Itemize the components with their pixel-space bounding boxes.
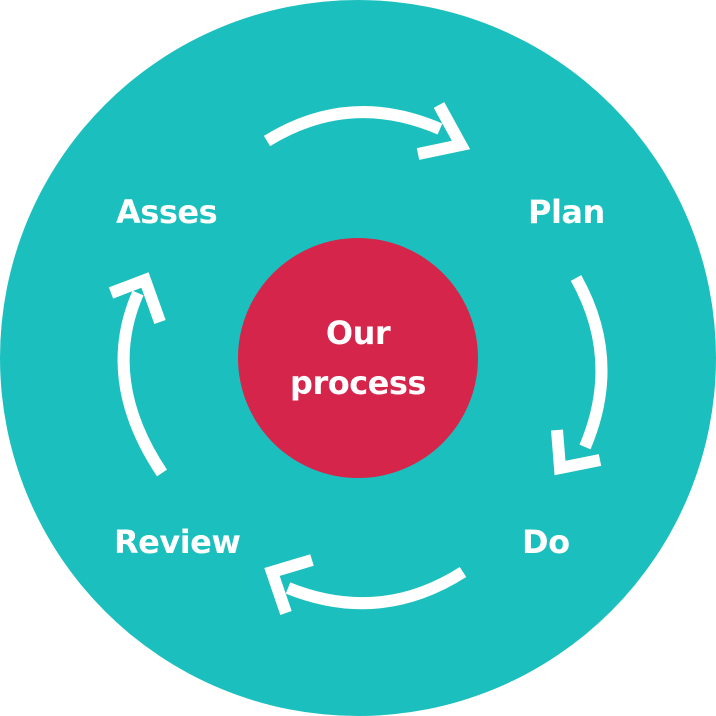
center-title-line-2: process	[290, 364, 426, 402]
arrow-plan-to-do-head-icon	[551, 429, 602, 476]
arrow-do-to-review-head-icon	[264, 554, 314, 615]
step-label-do: Do	[522, 523, 570, 561]
center-circle: Our process	[238, 238, 478, 478]
arrow-plan-to-do-icon	[570, 275, 608, 450]
arrow-asses-to-plan-icon	[263, 106, 443, 147]
arrow-review-to-asses-head-icon	[108, 272, 166, 325]
step-label-plan: Plan	[528, 193, 605, 231]
step-label-review: Review	[114, 523, 241, 561]
step-label-asses: Asses	[116, 193, 218, 231]
arrow-review-to-asses-icon	[117, 290, 167, 477]
center-title-line-1: Our	[325, 314, 391, 352]
arrow-do-to-review-icon	[285, 566, 467, 610]
arrow-asses-to-plan-head-icon	[416, 102, 471, 160]
